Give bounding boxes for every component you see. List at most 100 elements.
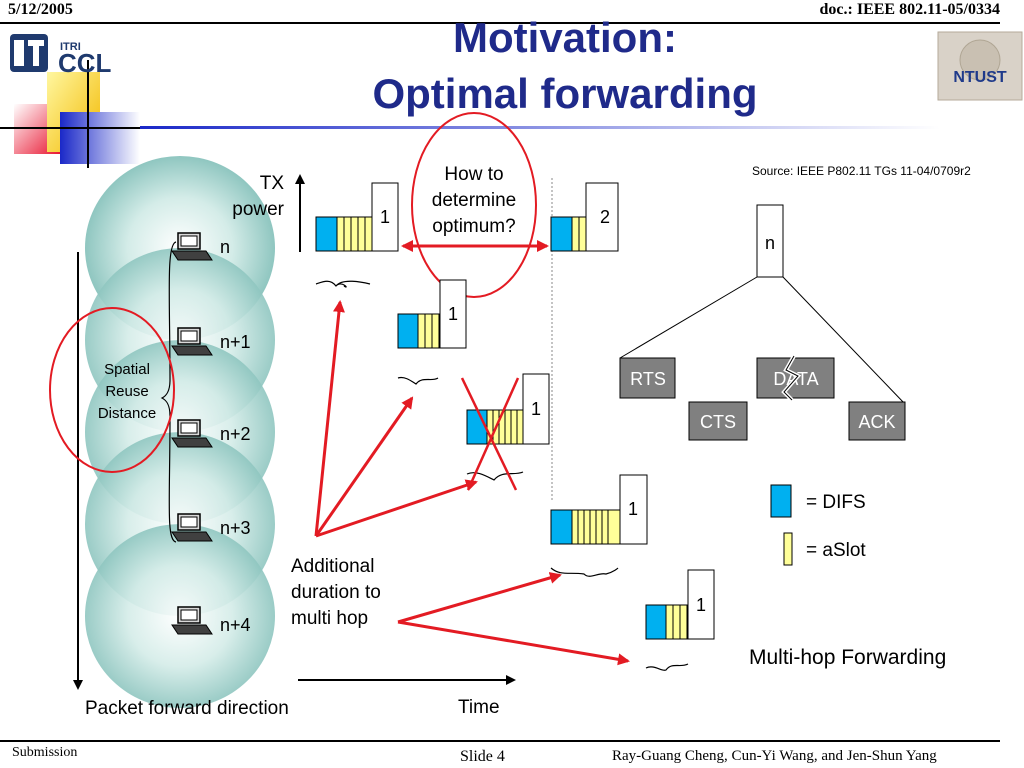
aslot: [504, 409, 512, 445]
tree-root-frame: [756, 204, 784, 278]
tx-power-label: power: [232, 199, 284, 220]
additional-duration-text: duration to: [291, 582, 381, 603]
difs-slot: [645, 604, 667, 640]
legend-aslot-label: = aSlot: [806, 540, 866, 561]
packet-number: 1: [696, 595, 706, 615]
slot-brace: [397, 376, 439, 385]
tx-power-label: TX: [260, 173, 285, 194]
multi-hop-forwarding-caption: Multi-hop Forwarding: [749, 646, 946, 669]
packet-group: 1: [315, 182, 399, 252]
difs-slot: [550, 509, 573, 545]
data-frame: [522, 373, 550, 445]
aslot: [336, 216, 345, 252]
packet-number: 1: [531, 399, 541, 419]
question-text: How to: [444, 164, 503, 185]
aslot: [424, 313, 433, 349]
title-rule: [140, 126, 940, 129]
node-label: n+1: [220, 332, 251, 352]
time-label: Time: [458, 697, 500, 718]
corner-decoration: [0, 60, 140, 168]
packet-group: 1: [550, 474, 648, 545]
node-brace: [160, 241, 177, 543]
source-note: Source: IEEE P802.11 TGs 11-04/0709r2: [752, 164, 971, 178]
aslot: [583, 509, 591, 545]
rts-box: [619, 357, 676, 399]
node-label: n+3: [220, 518, 251, 538]
slide-title-line1: Motivation:: [453, 14, 677, 61]
packet-direction-label: Packet forward direction: [85, 698, 289, 719]
duration-arrows: [314, 300, 630, 666]
packet-number: 1: [448, 304, 458, 324]
slot-brace: [550, 567, 619, 577]
frame-tree: n RTS CTS DATA ACK: [619, 204, 906, 441]
aslot: [577, 509, 585, 545]
spatial-reuse-label: Reuse: [105, 383, 148, 400]
aslot: [431, 313, 440, 349]
spatial-reuse-label: Distance: [98, 405, 156, 422]
itri-logo: ITRI CCL: [10, 34, 112, 78]
question-circle: [411, 112, 537, 298]
tree-root-label: n: [765, 233, 775, 253]
footer-authors: Ray-Guang Cheng, Cun-Yi Wang, and Jen-Sh…: [612, 748, 937, 764]
packet-number: 1: [380, 207, 390, 227]
aslot: [510, 409, 518, 445]
difs-slot: [397, 313, 419, 349]
ack-box: [848, 401, 906, 441]
data-frame: [439, 279, 467, 349]
slot-brace: [645, 663, 689, 671]
aslot: [417, 313, 426, 349]
ntust-logo: NTUST: [937, 31, 1023, 101]
additional-duration-text: Additional: [291, 556, 374, 577]
aslot: [672, 604, 681, 640]
aslot: [607, 509, 621, 545]
difs-slot: [466, 409, 488, 445]
slot-brace: [315, 280, 371, 288]
aslot: [595, 509, 603, 545]
question-text: optimum?: [432, 216, 515, 237]
aslot: [601, 509, 609, 545]
node-label: n+4: [220, 615, 251, 635]
header-doc-id: doc.: IEEE 802.11-05/0334: [819, 1, 1000, 18]
data-frame: [585, 182, 619, 252]
spatial-reuse-label: Spatial: [104, 361, 150, 378]
logo-text-ntust: NTUST: [953, 69, 1007, 86]
aslot: [516, 409, 524, 445]
difs-slot: [315, 216, 338, 252]
slide-title-line2: Optimal forwarding: [372, 70, 758, 117]
rts-label: RTS: [630, 369, 666, 389]
aslot: [364, 216, 373, 252]
aslot: [350, 216, 359, 252]
cross-mark: [460, 377, 520, 491]
header-rule: [0, 22, 1000, 24]
question-text: determine: [432, 190, 517, 211]
aslot: [571, 509, 579, 545]
aslot: [357, 216, 366, 252]
packet-group: 1: [397, 279, 467, 349]
aslot: [578, 216, 587, 252]
aslot: [665, 604, 674, 640]
packet-group: 1: [466, 373, 550, 445]
packet-number: 2: [600, 207, 610, 227]
node-label: n+2: [220, 424, 251, 444]
logo-text-itri: ITRI: [60, 41, 81, 53]
data-frame: [619, 474, 648, 545]
logo-text-ccl: CCL: [58, 48, 112, 78]
header-date: 5/12/2005: [8, 1, 73, 18]
spatial-reuse-circle: [49, 307, 175, 473]
aslot: [571, 216, 580, 252]
data-frame: [371, 182, 399, 252]
legend: = DIFS = aSlot: [770, 484, 866, 566]
legend-difs-swatch: [770, 484, 792, 518]
additional-duration-text: multi hop: [291, 608, 368, 629]
data-frame: [687, 569, 715, 640]
aslot: [589, 509, 597, 545]
packet-number: 1: [628, 499, 638, 519]
legend-aslot-swatch: [783, 532, 793, 566]
packet-group: 1: [645, 569, 715, 640]
cts-label: CTS: [700, 412, 736, 432]
aslot: [343, 216, 352, 252]
cts-box: [688, 401, 748, 441]
footer-slide-number: Slide 4: [460, 748, 505, 765]
packet-group: 2: [550, 182, 619, 252]
